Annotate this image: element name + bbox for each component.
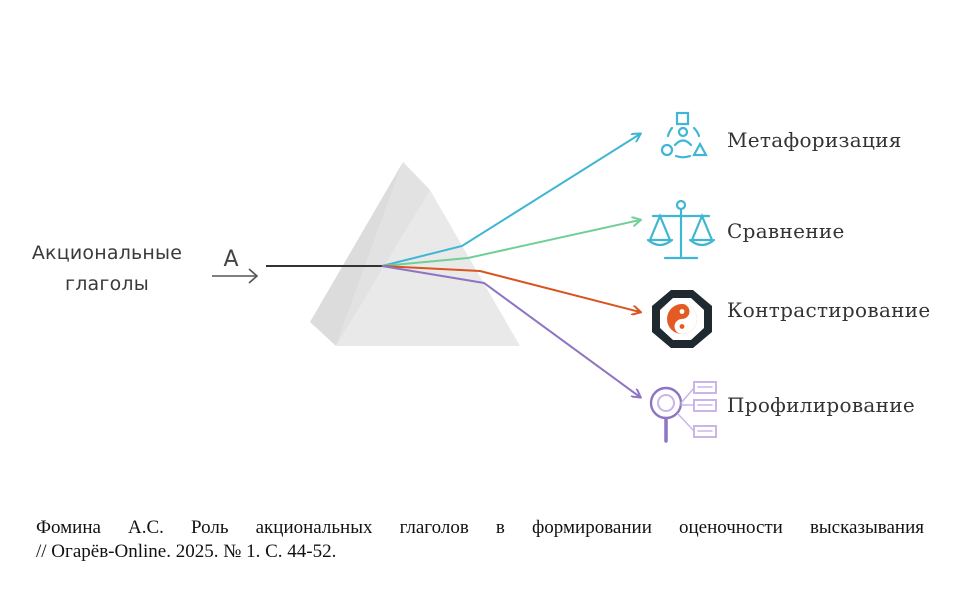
beam-metaphorization: [381, 134, 640, 267]
beam-contrasting: [381, 265, 640, 312]
beam-profiling: [381, 265, 640, 397]
output-label-comparison: Сравнение: [727, 219, 845, 243]
input-label-line1: Акциональные: [31, 242, 183, 264]
input-label-line2: глаголы: [65, 273, 149, 295]
citation-caption: Фомина А.С. Роль акциональных глаголов в…: [36, 516, 924, 564]
citation-line1: Фомина А.С. Роль акциональных глаголов в…: [36, 517, 924, 538]
output-label-profiling: Профилирование: [727, 393, 916, 417]
output-label-contrasting: Контрастирование: [727, 298, 931, 322]
beam-comparison: [381, 220, 640, 267]
magnifier-profile-icon: [649, 381, 717, 443]
scales-icon: [646, 199, 716, 260]
input-arrow-letter: А: [223, 247, 238, 272]
output-label-metaphorization: Метафоризация: [727, 128, 902, 152]
input-arrow: [212, 268, 259, 284]
citation-line2: // Огарёв-Online. 2025. № 1. С. 44-52.: [36, 541, 337, 562]
input-label: Акциональные глаголы: [14, 238, 200, 300]
yin-yang-octagon-icon: [652, 290, 712, 348]
people-shapes-icon: [660, 111, 708, 159]
